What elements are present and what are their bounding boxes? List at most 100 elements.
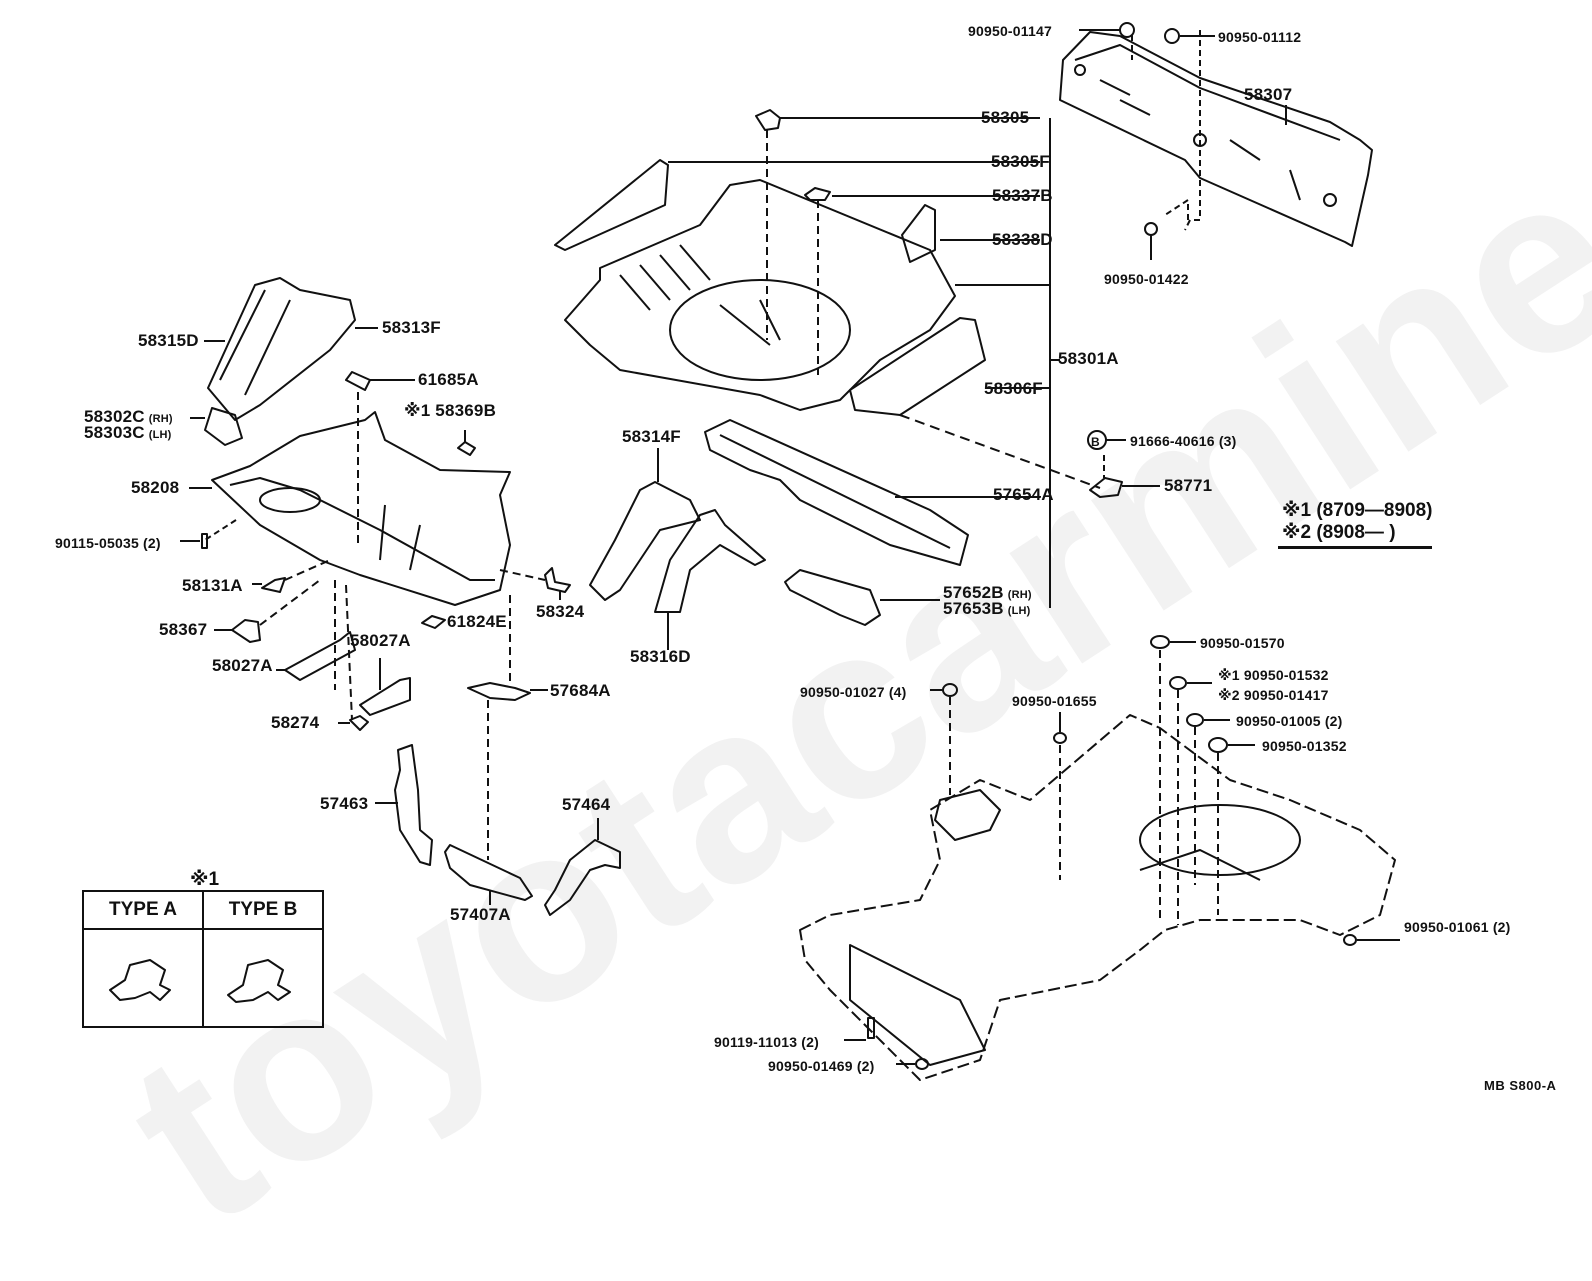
type-a-bracket-icon <box>109 959 171 1001</box>
part-58315D-wheelhouse-inner[interactable] <box>207 277 356 421</box>
type-a-cell <box>84 930 202 1026</box>
label-57463: 57463 <box>320 794 369 813</box>
label-57464: 57464 <box>562 795 611 814</box>
part-58338D-bracket[interactable] <box>901 204 936 263</box>
label-58303C: 58303C(LH) <box>84 424 172 444</box>
part-61824E-pad[interactable] <box>421 615 446 629</box>
label-58337B: 58337B <box>992 186 1053 205</box>
label-90950-01570: 90950-01570 <box>1200 635 1285 651</box>
figure-code: MB S800-A <box>1484 1078 1557 1093</box>
part-57463-extension[interactable] <box>394 744 433 866</box>
type-b-bracket-icon <box>227 959 291 1003</box>
label-58314F: 58314F <box>622 427 681 446</box>
dash-58131A <box>284 559 331 581</box>
part-58301A-rear-floor-pan[interactable] <box>564 179 956 411</box>
plug-90950-01061[interactable] <box>1343 934 1357 946</box>
label-61824E: 61824E <box>447 612 507 631</box>
part-58367-bracket[interactable] <box>231 619 261 643</box>
dash-58771 <box>899 414 1101 489</box>
label-57653B-part: 57653B <box>943 599 1004 618</box>
part-57407A-member[interactable] <box>444 844 533 901</box>
label-90950-01027: 90950-01027 (4) <box>800 684 907 700</box>
dash-58324 <box>499 569 546 581</box>
plug-90950-01422[interactable] <box>1144 222 1158 236</box>
label-57652B-side: (RH) <box>1007 589 1032 601</box>
label-90115-05035: 90115-05035 (2) <box>55 535 161 551</box>
type-b-cell <box>202 930 322 1026</box>
plug-90950-01027[interactable] <box>942 683 958 697</box>
plug-90950-01005[interactable] <box>1186 713 1204 727</box>
label-58301A: 58301A <box>1058 349 1119 368</box>
part-58337B-plate[interactable] <box>804 187 831 201</box>
label-58027A-right: 58027A <box>350 631 411 650</box>
label-58367: 58367 <box>159 620 208 639</box>
dash-58274 <box>345 584 353 721</box>
label-57654A: 57654A <box>993 485 1054 504</box>
label-58369B: ※1 58369B <box>404 401 497 420</box>
legend-note-1: ※1 (8709—8908) <box>1282 500 1433 521</box>
dash-58367 <box>259 579 321 626</box>
plug-90950-01112[interactable] <box>1164 28 1180 44</box>
label-58131A: 58131A <box>182 576 243 595</box>
part-58274-nut[interactable] <box>349 715 369 731</box>
plug-90950-01352[interactable] <box>1208 737 1228 753</box>
label-90950-01469: 90950-01469 (2) <box>768 1058 875 1074</box>
label-58302C-part: 58302C <box>84 407 145 426</box>
part-58027A-right-bracket[interactable] <box>359 677 411 716</box>
plug-90950-01532[interactable] <box>1169 676 1187 690</box>
label-90950-01147: 90950-01147 <box>968 23 1052 39</box>
label-57407A: 57407A <box>450 905 511 924</box>
type-table: TYPE A TYPE B <box>82 890 324 1028</box>
part-58131A-clip[interactable] <box>261 577 286 593</box>
plug-90950-01570[interactable] <box>1150 635 1170 649</box>
part-58208-front-floor[interactable] <box>211 411 511 606</box>
part-57464-extension[interactable] <box>544 839 621 916</box>
part-58314F-wheelhouse-arch[interactable] <box>589 481 701 601</box>
label-57653B-side: (LH) <box>1007 605 1031 617</box>
label-90950-01417: ※2 90950-01417 <box>1218 687 1329 703</box>
dash-90115 <box>204 519 237 541</box>
dash-58307 <box>1184 30 1201 231</box>
label-58303C-side: (LH) <box>148 429 172 441</box>
part-58324-bracket[interactable] <box>544 567 571 593</box>
bolt-90119-11013[interactable] <box>867 1017 875 1039</box>
label-58313F: 58313F <box>382 318 441 337</box>
plug-90950-01469[interactable] <box>915 1058 929 1070</box>
label-58303C-part: 58303C <box>84 423 145 442</box>
part-58305-bracket[interactable] <box>755 109 781 131</box>
label-bolt-mark-b: B <box>1091 435 1100 449</box>
part-58771-bracket[interactable] <box>1089 477 1123 498</box>
part-58307-rear-panel[interactable] <box>1059 31 1373 247</box>
part-58316D-wheelhouse-outer[interactable] <box>654 509 766 613</box>
plug-90950-01147[interactable] <box>1119 22 1135 38</box>
label-90950-01352: 90950-01352 <box>1262 738 1347 754</box>
floor-assembly-view <box>799 714 1396 1081</box>
part-58302C-bracket[interactable] <box>204 407 243 446</box>
label-61685A: 61685A <box>418 370 479 389</box>
type-table-body <box>84 930 322 1026</box>
label-58305F: 58305F <box>991 152 1050 171</box>
label-58324: 58324 <box>536 602 585 621</box>
label-57684A: 57684A <box>550 681 611 700</box>
plug-90950-01655[interactable] <box>1053 732 1067 744</box>
label-90119-11013: 90119-11013 (2) <box>714 1034 819 1050</box>
part-58305F-floor-side[interactable] <box>554 159 669 251</box>
part-57684A-bracket[interactable] <box>467 682 531 701</box>
label-58302C-side: (RH) <box>148 413 173 425</box>
part-58369B-clamp[interactable] <box>457 441 476 456</box>
bolt-90115-05035[interactable] <box>201 533 208 549</box>
legend-note-2: ※2 (8908— ) <box>1282 522 1396 543</box>
label-58338D: 58338D <box>992 230 1053 249</box>
label-58305: 58305 <box>981 108 1030 127</box>
label-57652B: 57652B(RH) <box>943 584 1032 604</box>
part-57652B-member[interactable] <box>784 569 881 626</box>
type-table-header: TYPE A TYPE B <box>84 892 322 930</box>
part-58027A-left-bracket[interactable] <box>284 631 356 681</box>
label-58306F: 58306F <box>984 379 1043 398</box>
type-b-header: TYPE B <box>202 892 322 928</box>
part-57654A-cross-member[interactable] <box>704 419 969 566</box>
label-90950-01112: 90950-01112 <box>1218 29 1302 45</box>
type-table-mark: ※1 <box>190 869 220 890</box>
part-61685A-clip[interactable] <box>345 371 371 391</box>
part-58306F-floor-side[interactable] <box>849 317 986 416</box>
